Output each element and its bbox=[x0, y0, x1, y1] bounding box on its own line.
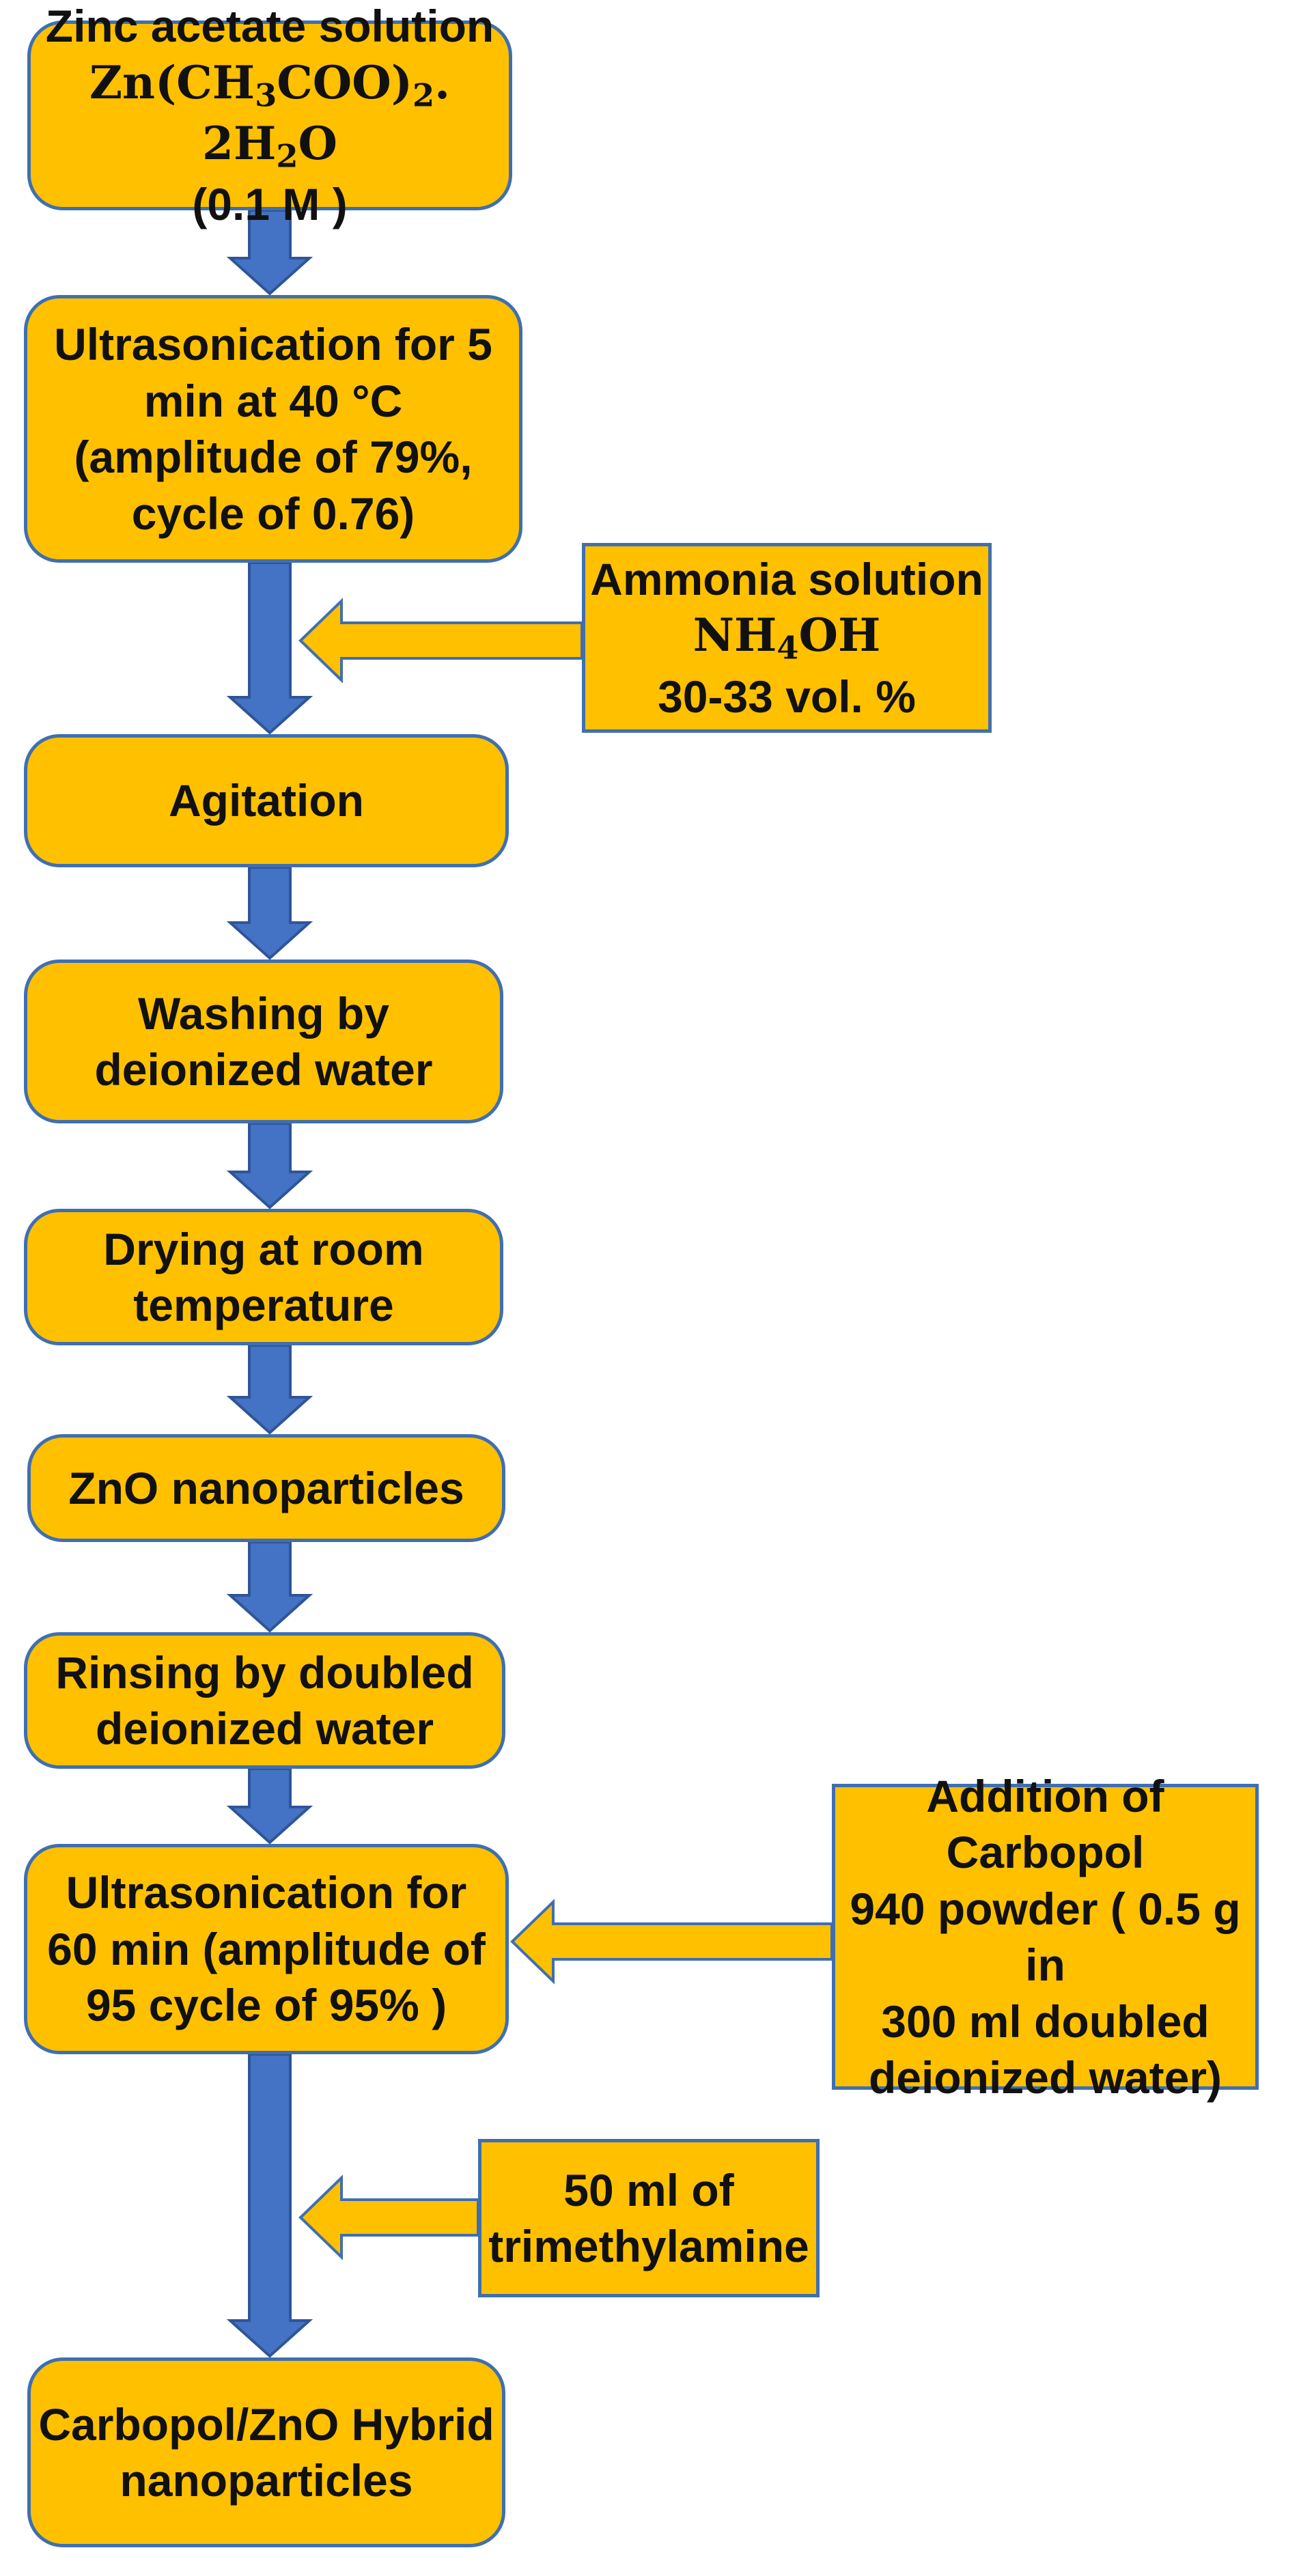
ammonia-concentration: 30-33 vol. % bbox=[658, 671, 916, 722]
step-zinc-acetate: Zinc acetate solution Zn(CH3COO)2. 2H2O … bbox=[27, 1, 512, 229]
carbopol-side-arrow bbox=[510, 1899, 833, 1985]
step-drying: Drying at room temperature bbox=[24, 1209, 503, 1345]
rinsing-line: Rinsing by doubled bbox=[55, 1647, 474, 1698]
carbopol-line: deionized water) bbox=[868, 2052, 1222, 2103]
carbopol-line: 300 ml doubled bbox=[881, 1996, 1210, 2047]
hybrid-line: Carbopol/ZnO Hybrid bbox=[38, 2398, 494, 2450]
input-ammonia-solution: Ammonia solution NH4OH 30-33 vol. % bbox=[582, 543, 992, 733]
down-arrow-8 bbox=[226, 2053, 313, 2358]
drying-line: Drying at room bbox=[103, 1223, 424, 1274]
step-washing: Washing by deionized water bbox=[24, 960, 503, 1123]
zinc-acetate-concentration: (0.1 M ) bbox=[192, 179, 348, 230]
carbopol-line: 940 powder ( 0.5 g in bbox=[850, 1883, 1241, 1991]
ultrasonication-2-line: 95 cycle of 95% ) bbox=[85, 1980, 447, 2031]
ultrasonication-2-line: 60 min (amplitude of bbox=[47, 1923, 486, 1974]
hybrid-line: nanoparticles bbox=[120, 2455, 413, 2506]
step-zinc-acetate-title: Zinc acetate solution bbox=[45, 1, 494, 52]
ultrasonication-1-line: (amplitude of 79%, bbox=[74, 432, 473, 482]
ammonia-title: Ammonia solution bbox=[590, 553, 983, 604]
step-zno-nanoparticles: ZnO nanoparticles bbox=[27, 1434, 505, 1542]
ammonia-formula: NH4OH bbox=[693, 608, 881, 667]
down-arrow-3 bbox=[226, 866, 313, 960]
down-arrow-5 bbox=[226, 1344, 313, 1435]
step-carbopol-zno-hybrid: Carbopol/ZnO Hybrid nanoparticles bbox=[27, 2357, 505, 2547]
trimethylamine-side-arrow bbox=[298, 2174, 479, 2260]
down-arrow-7 bbox=[226, 1767, 313, 1845]
zinc-acetate-formula: Zn(CH3COO)2. 2H2O bbox=[89, 55, 451, 175]
down-arrow-1 bbox=[226, 209, 313, 296]
step-rinsing: Rinsing by doubled deionized water bbox=[24, 1632, 505, 1769]
down-arrow-2 bbox=[226, 561, 313, 735]
ultrasonication-1-line: Ultrasonication for 5 bbox=[54, 319, 492, 369]
input-trimethylamine: 50 ml of trimethylamine bbox=[478, 2139, 820, 2297]
ultrasonication-2-line: Ultrasonication for bbox=[66, 1867, 467, 1918]
ultrasonication-1-line: min at 40 °C bbox=[143, 375, 403, 426]
ultrasonication-1-line: cycle of 0.76) bbox=[131, 488, 415, 539]
ammonia-side-arrow bbox=[298, 598, 583, 684]
input-carbopol-powder: Addition of Carbopol 940 powder ( 0.5 g … bbox=[832, 1771, 1259, 2103]
step-agitation: Agitation bbox=[24, 734, 509, 867]
washing-line: deionized water bbox=[94, 1044, 433, 1095]
zno-nanoparticles-label: ZnO nanoparticles bbox=[68, 1462, 464, 1513]
step-ultrasonication-2: Ultrasonication for 60 min (amplitude of… bbox=[24, 1844, 509, 2054]
washing-line: Washing by bbox=[138, 988, 389, 1039]
drying-line: temperature bbox=[133, 1280, 394, 1330]
rinsing-line: deionized water bbox=[95, 1703, 434, 1754]
trimethylamine-line: 50 ml of bbox=[563, 2164, 734, 2215]
trimethylamine-line: trimethylamine bbox=[488, 2221, 809, 2271]
step-ultrasonication-1: Ultrasonication for 5 min at 40 °C (ampl… bbox=[24, 295, 522, 563]
carbopol-line: Addition of Carbopol bbox=[926, 1770, 1164, 1878]
down-arrow-4 bbox=[226, 1122, 313, 1209]
down-arrow-6 bbox=[226, 1541, 313, 1633]
agitation-label: Agitation bbox=[169, 775, 364, 826]
